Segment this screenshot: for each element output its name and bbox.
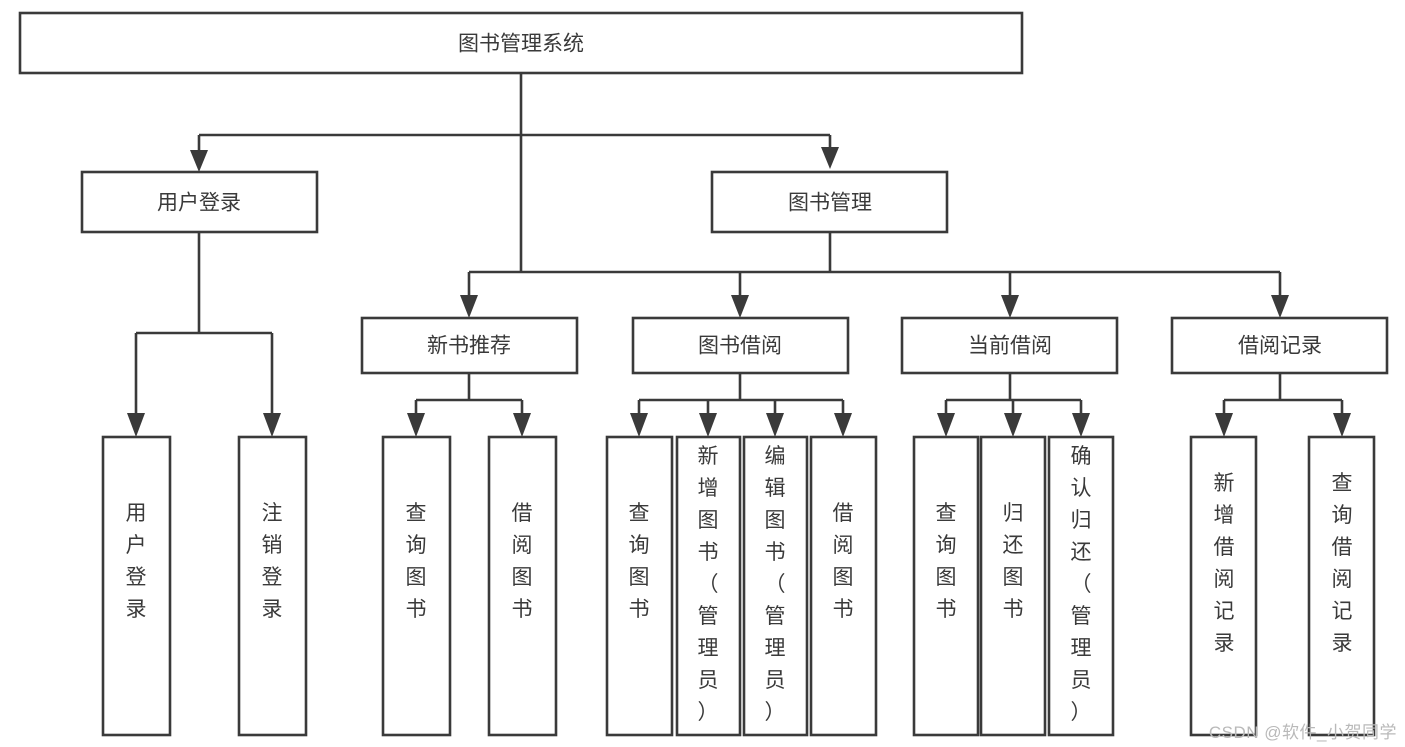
arrow-head-user-login [190, 150, 208, 172]
connector-group-current-borrow [937, 373, 1090, 437]
arrow-head-leaf-borrow-book-2 [834, 413, 852, 437]
node-leaf-borrow-book-1-rect[interactable] [487, 435, 558, 737]
arrow-head-leaf-add-borrow-record [1215, 413, 1233, 437]
arrow-head-leaf-query-borrow-record [1333, 413, 1351, 437]
node-leaf-logout-login-label: 注销登录 [262, 502, 283, 621]
node-borrow-record[interactable]: 借阅记录 [1170, 316, 1389, 375]
node-root[interactable]: 图书管理系统 [18, 11, 1024, 75]
node-leaf-add-borrow-record-rect[interactable] [1189, 435, 1258, 737]
node-leaf-add-book-admin-label: 新增图书（管理员） [698, 445, 719, 724]
node-leaf-confirm-return-admin-label: 确认归还（管理员） [1071, 445, 1092, 724]
node-book-manage[interactable]: 图书管理 [710, 170, 949, 234]
connector-group-borrow-record [1215, 373, 1351, 437]
node-leaf-edit-book-admin-rect[interactable] [742, 435, 809, 737]
arrow-head-leaf-user-login [127, 413, 145, 437]
node-leaf-return-book-rect[interactable] [979, 435, 1047, 737]
node-book-manage-label: 图书管理 [788, 192, 872, 215]
node-leaf-user-login[interactable]: 用户登录 [101, 435, 172, 737]
node-current-borrow-rect[interactable] [900, 316, 1119, 375]
arrow-head-current-borrow [1001, 295, 1019, 318]
arrow-head-leaf-edit-book-admin [766, 413, 784, 437]
arrow-head-leaf-confirm-return-admin [1072, 413, 1090, 437]
node-book-borrow[interactable]: 图书借阅 [631, 316, 850, 375]
node-leaf-query-borrow-record[interactable]: 查询借阅记录 [1307, 435, 1376, 737]
node-user-login-rect[interactable] [80, 170, 319, 234]
connector-group-user-login [127, 232, 281, 437]
node-leaf-query-book-3[interactable]: 查询图书 [912, 435, 980, 737]
node-leaf-add-book-admin-rect[interactable] [675, 435, 742, 737]
node-leaf-borrow-book-2[interactable]: 借阅图书 [809, 435, 878, 737]
arrow-head-book-manage [821, 147, 839, 169]
node-leaf-query-book-1-rect[interactable] [381, 435, 452, 737]
node-leaf-user-login-rect[interactable] [101, 435, 172, 737]
arrow-head-leaf-query-book-2 [630, 413, 648, 437]
arrow-head-borrow-record [1271, 295, 1289, 318]
connector-group-new-book-recommend [407, 373, 531, 437]
node-borrow-record-rect[interactable] [1170, 316, 1389, 375]
node-leaf-add-borrow-record[interactable]: 新增借阅记录 [1189, 435, 1258, 737]
arrow-head-leaf-query-book-3 [937, 413, 955, 437]
arrow-head-book-borrow [731, 295, 749, 318]
node-book-borrow-rect[interactable] [631, 316, 850, 375]
connector-group-book-borrow [630, 373, 852, 437]
node-root-label: 图书管理系统 [458, 33, 584, 56]
node-book-borrow-label: 图书借阅 [698, 335, 782, 358]
node-leaf-return-book-label: 归还图书 [1003, 502, 1024, 621]
node-leaf-borrow-book-2-label: 借阅图书 [833, 502, 854, 621]
node-new-book-recommend-label: 新书推荐 [427, 335, 511, 358]
node-leaf-confirm-return-admin[interactable]: 确认归还（管理员） [1047, 435, 1115, 737]
node-root-rect[interactable] [18, 11, 1024, 75]
node-leaf-query-book-3-label: 查询图书 [936, 502, 957, 621]
node-current-borrow[interactable]: 当前借阅 [900, 316, 1119, 375]
node-leaf-query-book-2-label: 查询图书 [629, 502, 650, 621]
node-new-book-recommend[interactable]: 新书推荐 [360, 316, 579, 375]
connector-group-root [190, 73, 839, 272]
node-leaf-return-book[interactable]: 归还图书 [979, 435, 1047, 737]
node-leaf-add-book-admin[interactable]: 新增图书（管理员） [675, 435, 742, 737]
node-book-manage-rect[interactable] [710, 170, 949, 234]
node-leaf-query-book-3-rect[interactable] [912, 435, 980, 737]
arrow-head-leaf-add-book-admin [699, 413, 717, 437]
node-leaf-query-borrow-record-rect[interactable] [1307, 435, 1376, 737]
node-leaf-borrow-book-1-label: 借阅图书 [512, 502, 533, 621]
node-leaf-query-borrow-record-label: 查询借阅记录 [1332, 472, 1353, 655]
connector-group-book-manage [460, 232, 1289, 318]
node-leaf-query-book-2[interactable]: 查询图书 [605, 435, 674, 737]
arrow-head-leaf-query-book-1 [407, 413, 425, 437]
node-leaf-edit-book-admin-label: 编辑图书（管理员） [765, 445, 786, 724]
node-leaf-confirm-return-admin-rect[interactable] [1047, 435, 1115, 737]
arrow-head-leaf-logout-login [263, 413, 281, 437]
node-leaf-logout-login-rect[interactable] [237, 435, 308, 737]
node-user-login[interactable]: 用户登录 [80, 170, 319, 234]
node-leaf-add-borrow-record-label: 新增借阅记录 [1214, 472, 1235, 655]
node-leaf-query-book-2-rect[interactable] [605, 435, 674, 737]
csdn-watermark: CSDN @软件_小贺同学 [1208, 723, 1397, 742]
arrow-head-leaf-borrow-book-1 [513, 413, 531, 437]
arrow-head-leaf-return-book [1004, 413, 1022, 437]
node-leaf-logout-login[interactable]: 注销登录 [237, 435, 308, 737]
arrow-head-new-book-recommend [460, 295, 478, 318]
node-leaf-query-book-1[interactable]: 查询图书 [381, 435, 452, 737]
node-user-login-label: 用户登录 [157, 192, 241, 215]
node-leaf-query-book-1-label: 查询图书 [406, 502, 427, 621]
node-borrow-record-label: 借阅记录 [1238, 335, 1322, 358]
node-leaf-borrow-book-1[interactable]: 借阅图书 [487, 435, 558, 737]
node-current-borrow-label: 当前借阅 [968, 335, 1052, 358]
node-new-book-recommend-rect[interactable] [360, 316, 579, 375]
node-leaf-borrow-book-2-rect[interactable] [809, 435, 878, 737]
node-leaf-user-login-label: 用户登录 [126, 502, 147, 621]
node-leaf-edit-book-admin[interactable]: 编辑图书（管理员） [742, 435, 809, 737]
